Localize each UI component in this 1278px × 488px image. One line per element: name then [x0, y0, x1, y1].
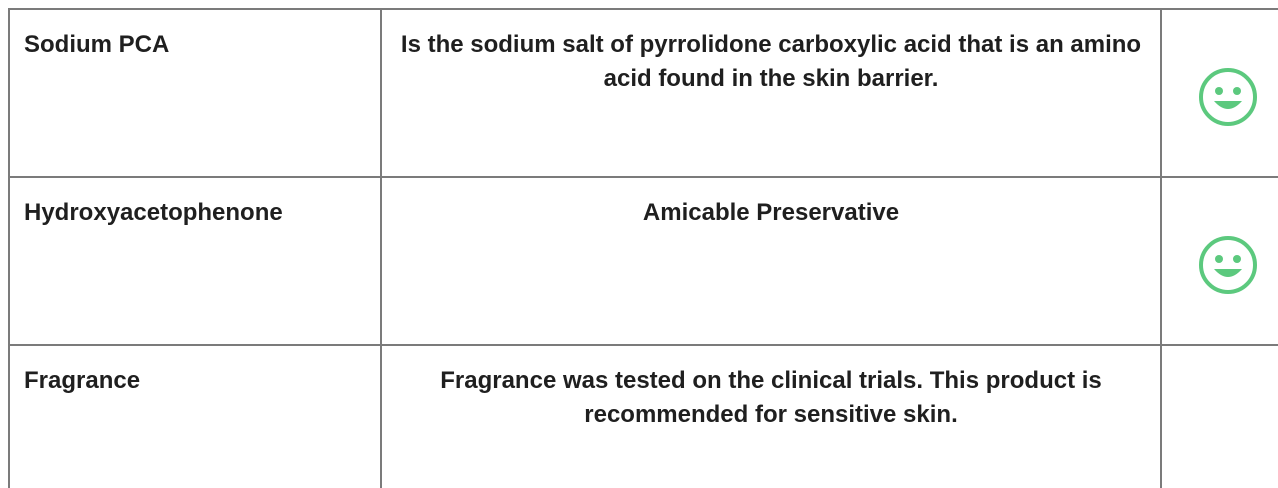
rating-cell: [1160, 8, 1278, 178]
ingredient-name: Hydroxyacetophenone: [8, 176, 382, 346]
table-row: Hydroxyacetophenone Amicable Preservativ…: [8, 176, 1278, 346]
smile-icon: [1199, 236, 1257, 294]
table-row: Sodium PCA Is the sodium salt of pyrroli…: [8, 8, 1278, 178]
ingredient-description: Is the sodium salt of pyrrolidone carbox…: [380, 8, 1162, 178]
ingredient-description: Amicable Preservative: [380, 176, 1162, 346]
ingredient-name: Sodium PCA: [8, 8, 382, 178]
ingredient-name: Fragrance: [8, 344, 382, 488]
smile-icon: [1199, 68, 1257, 126]
rating-cell: [1160, 344, 1278, 488]
ingredient-description: Fragrance was tested on the clinical tri…: [380, 344, 1162, 488]
ingredients-table: Sodium PCA Is the sodium salt of pyrroli…: [8, 8, 1278, 488]
rating-cell: [1160, 176, 1278, 346]
table-row: Fragrance Fragrance was tested on the cl…: [8, 344, 1278, 488]
